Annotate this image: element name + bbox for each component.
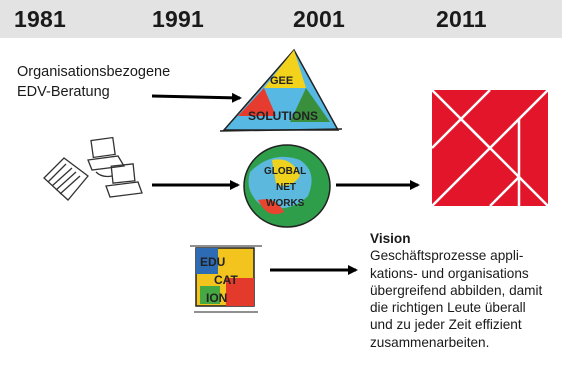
globe-logo: GLOBAL NET WORKS [243, 144, 331, 228]
arrow-consulting [151, 92, 242, 103]
vision-line-3: übergreifend abbilden, damit [370, 282, 543, 298]
globe-logo-text-3: WORKS [266, 198, 305, 209]
vision-line-5: und zu jeder Zeit effizient [370, 317, 522, 333]
year-2001: 2001 [293, 6, 345, 32]
vision-line-2: kations- und organisations [370, 265, 529, 281]
intro-text: Organisationsbezogene EDV-Beratung [17, 62, 170, 102]
year-1981: 1981 [14, 6, 66, 32]
education-logo: EDU CAT ION [190, 245, 262, 313]
year-1991: 1991 [152, 6, 204, 32]
vision-title: Vision [370, 231, 411, 246]
triangle-logo: GEE SOLUTIONS [219, 48, 343, 132]
globe-logo-text-1: GLOBAL [264, 166, 306, 177]
vision-block: Vision Geschäftsprozesse appli- kations-… [370, 230, 550, 351]
education-logo-text-1: EDU [200, 255, 225, 269]
education-logo-text-3: ION [206, 291, 227, 305]
year-header-bar: 1981 1991 2001 2011 [0, 0, 562, 38]
intro-line-1: Organisationsbezogene [17, 64, 171, 80]
intro-line-2: EDV-Beratung [17, 84, 110, 100]
triangle-logo-text-2: SOLUTIONS [248, 109, 318, 123]
education-logo-text-2: CAT [214, 273, 238, 287]
vision-line-4: die richtigen Leute überall [370, 300, 526, 316]
year-2011: 2011 [436, 6, 487, 32]
tangram-square [431, 89, 549, 207]
triangle-logo-text-1: GEE [270, 75, 293, 87]
vision-line-6: zusammenarbeiten. [370, 334, 490, 350]
vision-line-1: Geschäftsprozesse appli- [370, 248, 524, 264]
computers-sketch-icon [43, 136, 143, 201]
globe-logo-text-2: NET [276, 182, 296, 193]
